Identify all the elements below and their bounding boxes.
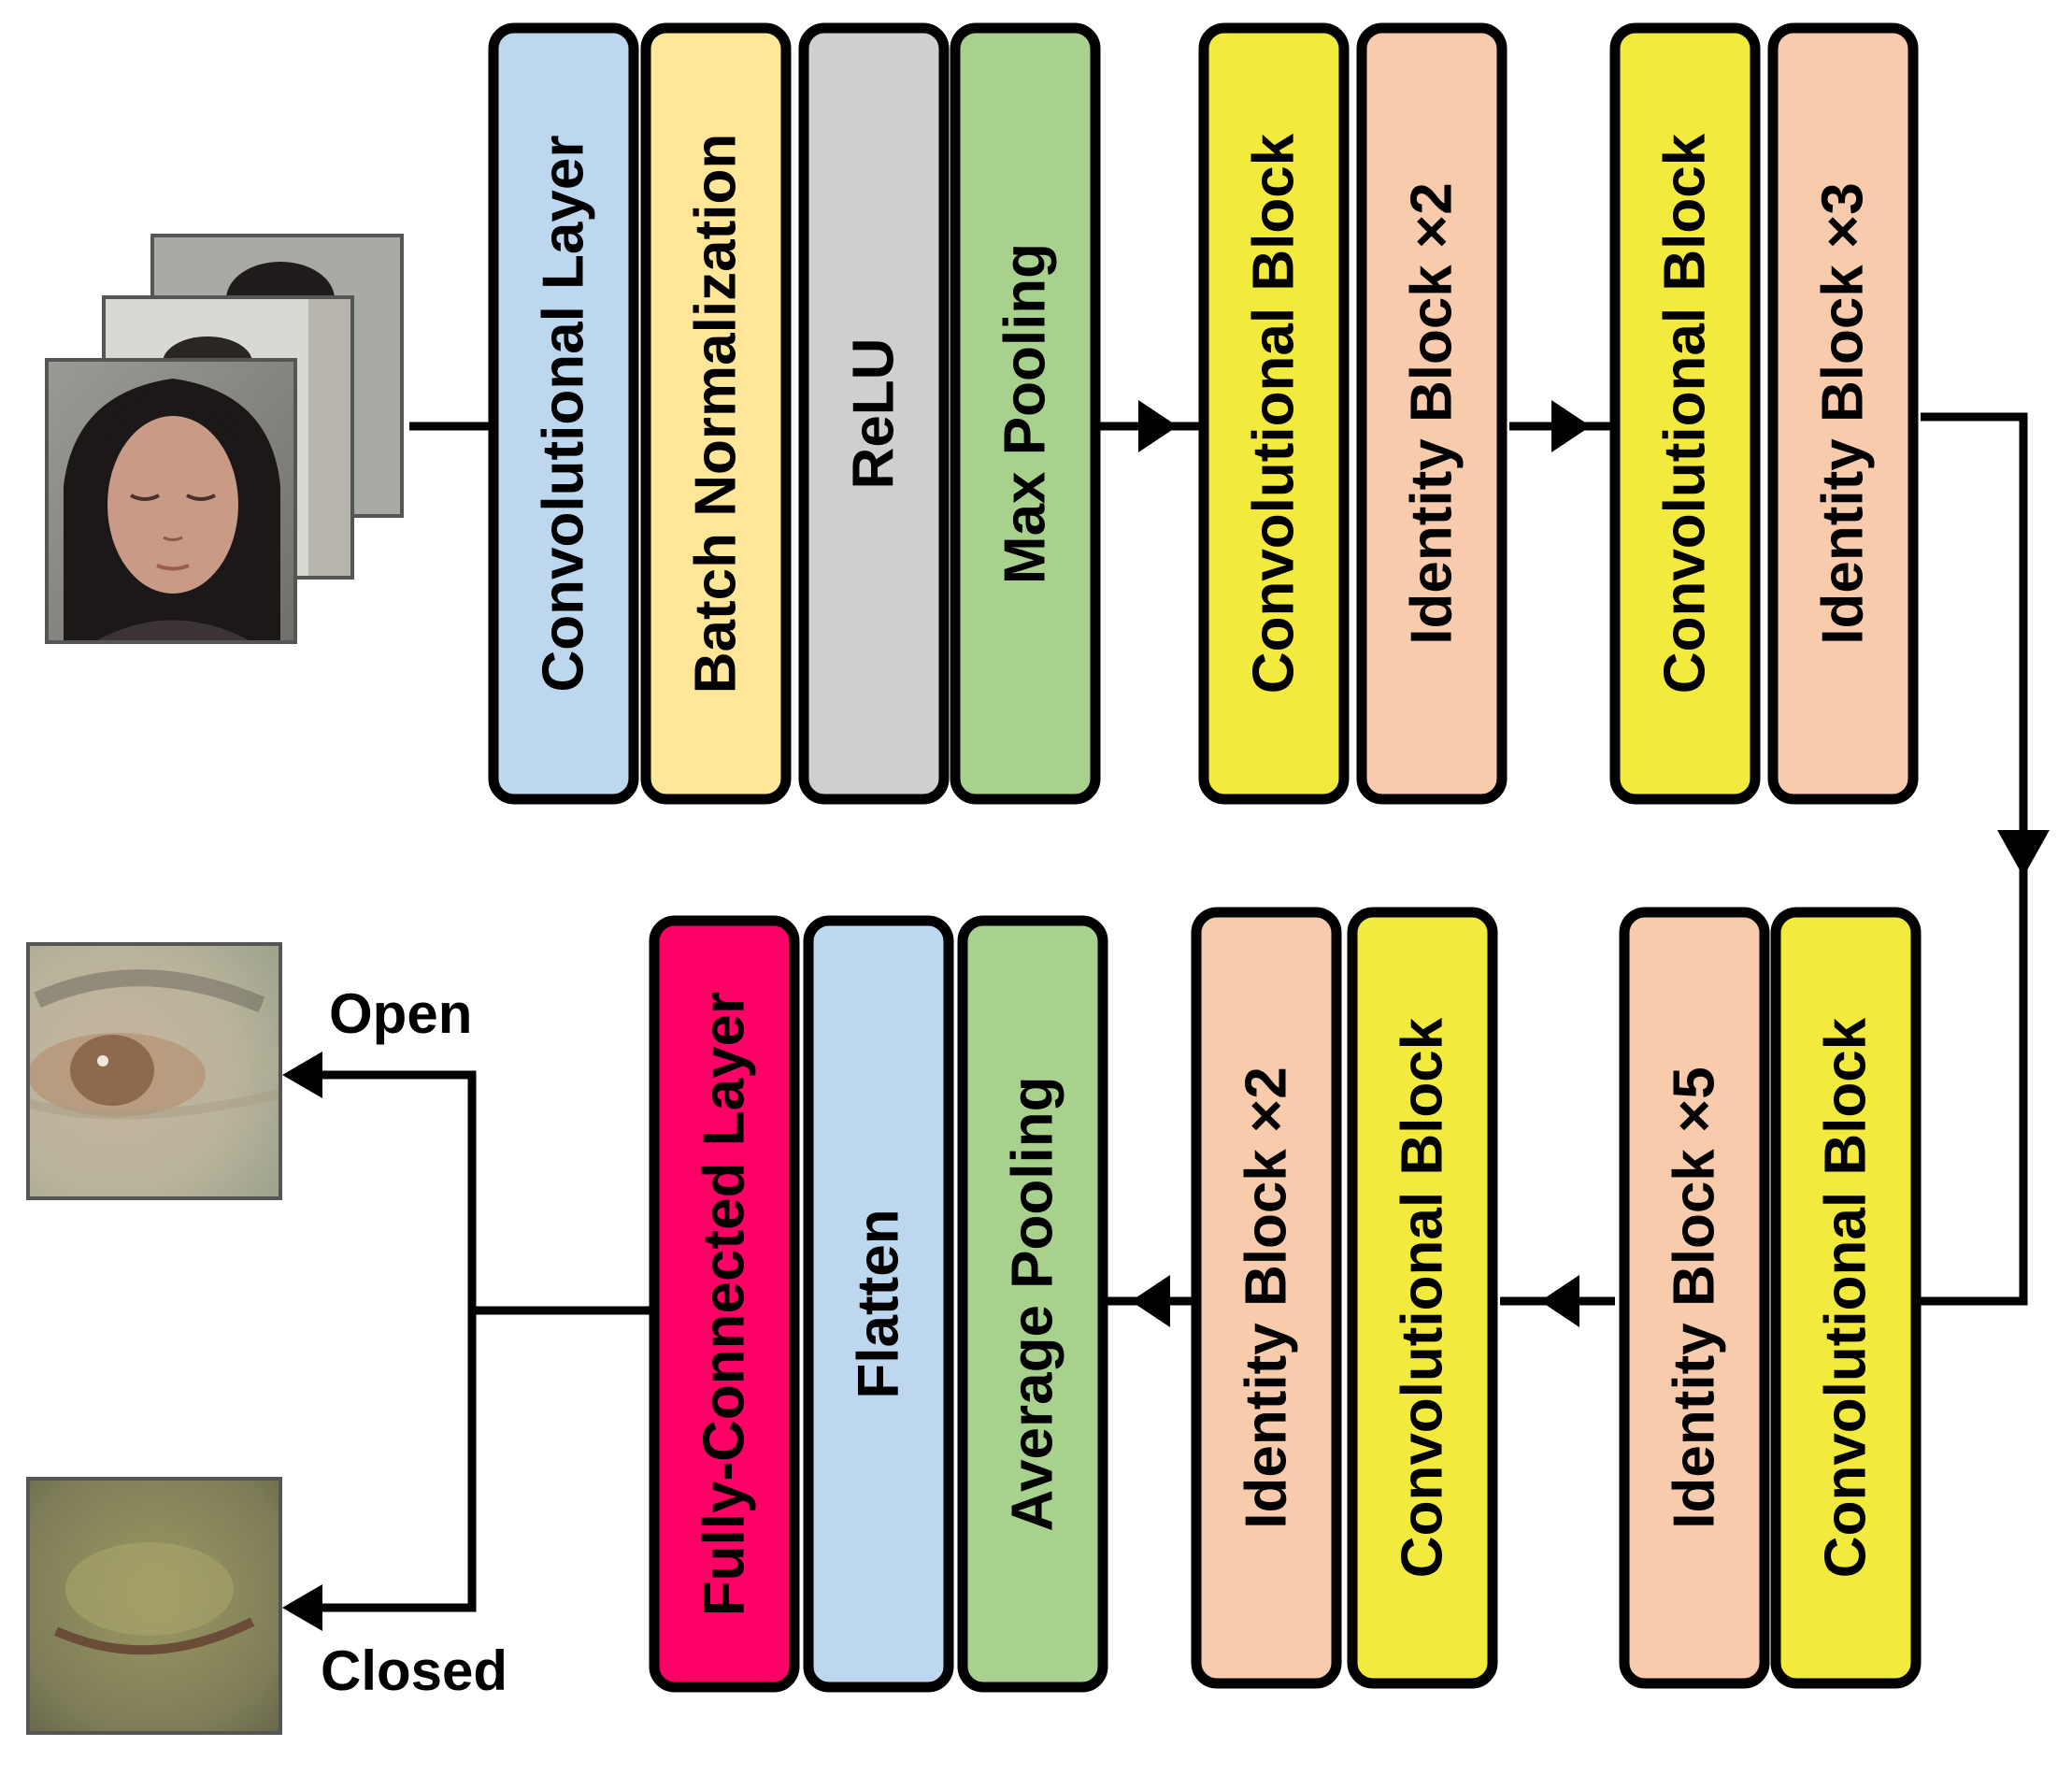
stage-head: Fully-Connected Layer Flatten Average Pool… <box>649 915 1108 1693</box>
block-label: Identity Block ×5 <box>1663 1066 1727 1528</box>
block-convolutional-layer: Convolutional Layer <box>488 22 639 805</box>
block-box <box>803 915 954 1693</box>
block-label: Max Pooling <box>993 243 1058 584</box>
block-convolutional-block: Convolutional Block <box>1347 907 1498 1689</box>
stage-stage2: Convolutional Block Identity Block ×2 <box>1198 22 1508 805</box>
input-frame-front <box>45 358 297 644</box>
block-label: Average Pooling <box>1001 1077 1065 1532</box>
block-identity-block-2: Identity Block ×2 <box>1356 22 1508 805</box>
arrowhead-open <box>282 1052 322 1098</box>
block-box <box>957 915 1108 1693</box>
input-image-stack <box>45 234 404 644</box>
connector-to-closed <box>304 1310 477 1612</box>
block-average-pooling: Average Pooling <box>957 915 1108 1693</box>
block-identity-block-5: Identity Block ×5 <box>1619 907 1770 1689</box>
block-box <box>1619 907 1770 1689</box>
block-box <box>798 22 950 805</box>
block-convolutional-block: Convolutional Block <box>1198 22 1350 805</box>
stage-stage5: Identity Block ×2 Convolutional Block <box>1191 907 1498 1689</box>
connectors <box>304 412 2028 1612</box>
block-label: Fully-Connected Layer <box>693 992 757 1616</box>
output-closed-eye-image <box>26 1477 282 1735</box>
block-box <box>1770 907 1922 1689</box>
block-identity-block-2: Identity Block ×2 <box>1191 907 1342 1689</box>
block-label: Batch Normalization <box>684 134 749 694</box>
output-open-eye-image <box>26 942 282 1200</box>
block-convolutional-block: Convolutional Block <box>1609 22 1761 805</box>
block-batch-normalization: Batch Normalization <box>640 22 792 805</box>
arrowhead-closed <box>282 1584 322 1631</box>
block-label: Identity Block ×2 <box>1400 182 1465 644</box>
connector-stage3-stage4 <box>1921 412 2028 1306</box>
block-box <box>1609 22 1761 805</box>
block-label: Identity Block ×3 <box>1811 182 1876 644</box>
stage-stage3: Convolutional Block Identity Block ×3 <box>1609 22 1919 805</box>
arrowhead-stage3-stage4 <box>1997 830 2050 877</box>
connector-to-open <box>304 1070 477 1310</box>
block-box <box>1767 22 1919 805</box>
output-label-closed: Closed <box>321 1639 507 1702</box>
stage-stem: Convolutional Layer Batch Normalization Re… <box>488 22 1101 805</box>
arrowheads <box>282 400 2050 1631</box>
block-convolutional-block: Convolutional Block <box>1770 907 1922 1689</box>
block-label: Convolutional Block <box>1242 133 1307 694</box>
block-fully-connected-layer: Fully-Connected Layer <box>649 915 800 1693</box>
arrowhead-stage4-stage5 <box>1540 1275 1579 1327</box>
stage-stage4: Identity Block ×5 Convolutional Block <box>1619 907 1922 1689</box>
block-identity-block-3: Identity Block ×3 <box>1767 22 1919 805</box>
arrowhead-stage5-head <box>1131 1275 1170 1327</box>
block-max-pooling: Max Pooling <box>950 22 1101 805</box>
block-box <box>649 915 800 1693</box>
block-box <box>1191 907 1342 1689</box>
block-label: Convolutional Block <box>1653 133 1718 694</box>
output-label-open: Open <box>329 982 472 1045</box>
block-label: Identity Block ×2 <box>1235 1066 1299 1528</box>
block-label: Flatten <box>847 1209 911 1398</box>
block-box <box>1198 22 1350 805</box>
block-flatten: Flatten <box>803 915 954 1693</box>
block-box <box>640 22 792 805</box>
block-label: Convolutional Block <box>1391 1017 1455 1578</box>
block-relu: ReLU <box>798 22 950 805</box>
block-label: ReLU <box>842 338 907 490</box>
block-label: Convolutional Block <box>1814 1017 1879 1578</box>
layer-blocks: Convolutional Layer Batch Normalization Re… <box>488 22 1922 1693</box>
block-box <box>488 22 639 805</box>
block-box <box>950 22 1101 805</box>
block-box <box>1347 907 1498 1689</box>
arrowhead-stage2-stage3 <box>1551 400 1591 452</box>
arrowhead-stem-stage2 <box>1138 400 1178 452</box>
block-label: Convolutional Layer <box>532 136 596 693</box>
block-box <box>1356 22 1508 805</box>
